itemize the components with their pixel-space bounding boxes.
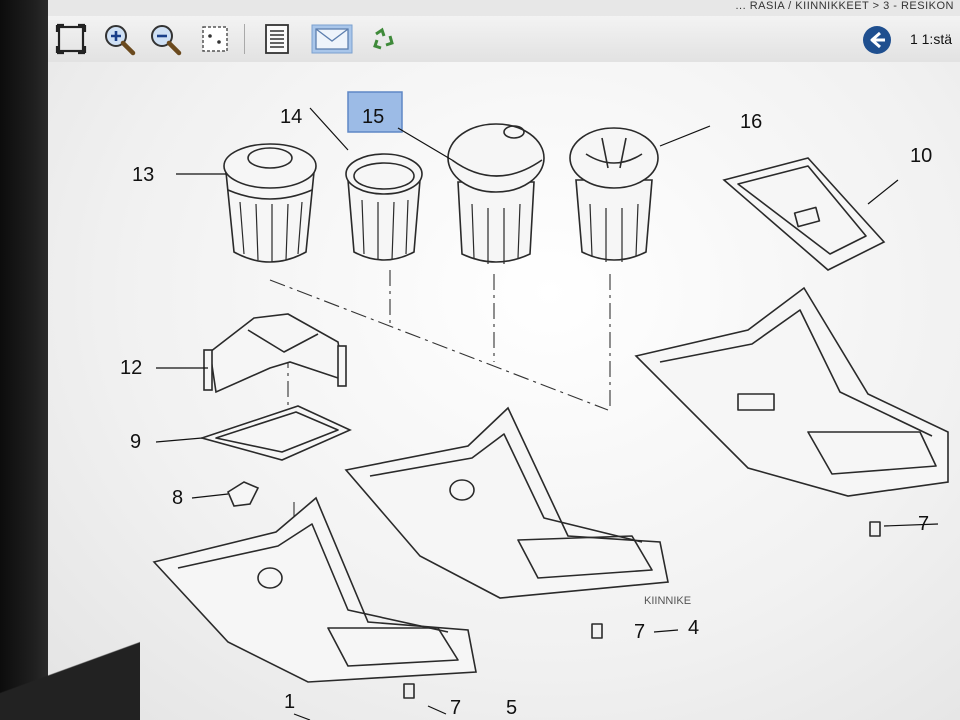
zoom-out-icon [151, 25, 182, 56]
parts-list-button[interactable] [260, 22, 294, 56]
back-button[interactable] [862, 25, 892, 55]
highlight-box-15 [347, 91, 403, 133]
callout-1[interactable]: 1 [284, 691, 295, 713]
title-strip: ... RASIA / KIINNIKKEET > 3 - RESIKON [48, 0, 960, 17]
recycle-icon [373, 27, 394, 50]
part-15-cup-lid-holder[interactable] [447, 123, 545, 264]
callout-7[interactable]: 7 [634, 621, 645, 643]
callout-8[interactable]: 8 [172, 487, 183, 509]
part-12-bracket[interactable] [203, 313, 347, 394]
callout-16[interactable]: 16 [740, 111, 762, 133]
callout-7[interactable]: 7 [450, 697, 461, 719]
callout-4[interactable]: 4 [688, 617, 699, 639]
part-console-assembly[interactable] [634, 286, 949, 537]
zoom-in-icon [105, 25, 136, 56]
callout-12[interactable]: 12 [120, 357, 142, 379]
monitor-bezel-corner [0, 640, 140, 720]
callout-15[interactable]: 15 [362, 106, 384, 128]
assembly-line [269, 279, 609, 411]
part-16-divided-cup[interactable] [569, 127, 659, 262]
diagram-canvas[interactable]: 13 14 15 16 10 12 9 8 7 4 1 7 5 7 KIINNI… [48, 62, 960, 720]
part-9-gasket[interactable] [199, 405, 352, 461]
part-8-clip[interactable] [226, 481, 260, 507]
callout-9[interactable]: 9 [130, 431, 141, 453]
zoom-in-button[interactable] [102, 22, 136, 56]
part-10-tray[interactable] [722, 157, 886, 271]
toolbar: 1 1:stä [48, 16, 960, 63]
part-1-center-console[interactable] [152, 496, 477, 699]
exploded-parts-diagram: 13 14 15 16 10 12 9 8 7 4 1 7 5 7 KIINNI… [120, 91, 949, 720]
page-navigation: 1 1:stä [852, 25, 952, 55]
select-area-button[interactable] [198, 22, 232, 56]
label-kiinnike: KIINNIKE [644, 595, 691, 607]
part-13-cup-holder[interactable] [223, 143, 317, 263]
callout-13[interactable]: 13 [132, 164, 154, 186]
callout-7[interactable]: 7 [918, 513, 929, 535]
callout-10[interactable]: 10 [910, 145, 932, 167]
monitor-bezel-left [0, 0, 48, 720]
envelope-icon [311, 24, 353, 54]
select-area-icon [202, 26, 228, 52]
refresh-button[interactable] [366, 22, 400, 56]
part-14-cup-insert[interactable] [345, 153, 423, 261]
page-indicator: 1 1:stä [909, 31, 952, 47]
arrow-left-icon [863, 26, 891, 54]
title-strip-text: ... RASIA / KIINNIKKEET > 3 - RESIKON [735, 0, 954, 12]
send-mail-button[interactable] [310, 22, 354, 56]
list-icon [265, 24, 289, 54]
part-4-center-console[interactable] [344, 406, 669, 639]
toolbar-separator [244, 24, 245, 54]
zoom-out-button[interactable] [148, 22, 182, 56]
fit-page-button[interactable] [54, 22, 88, 56]
fit-page-icon [55, 23, 87, 55]
callout-14[interactable]: 14 [280, 106, 302, 128]
callout-5[interactable]: 5 [506, 697, 517, 719]
